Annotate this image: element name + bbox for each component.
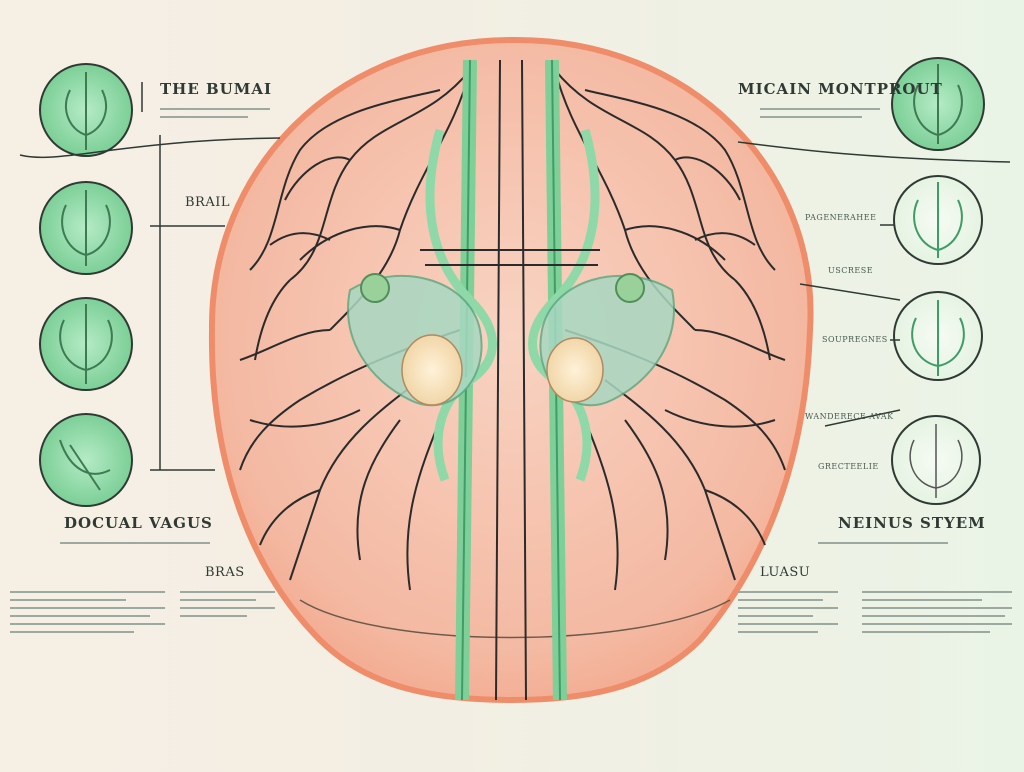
sub-right: LUASU [760, 565, 811, 580]
heading-right-caption [818, 536, 948, 550]
right-badge-4 [891, 415, 981, 505]
right-badge-1 [891, 57, 985, 151]
label-brail: BRAIL [185, 195, 230, 210]
left-badge-3 [39, 297, 133, 391]
left-ganglion [347, 273, 483, 407]
title-right-caption [760, 102, 880, 124]
left-paragraph [10, 585, 165, 639]
heading-right: NEINUS STYEM [838, 514, 986, 532]
left-badge-2 [39, 181, 133, 275]
right-paragraph [738, 585, 838, 639]
right-badge-3 [893, 291, 983, 381]
label-soupcenter: SOUPREGNES [822, 335, 888, 344]
title-left: THE BUMAI [160, 80, 273, 98]
brain-outline [208, 36, 814, 704]
label-wanderedi: WANDERECE AVAK [805, 412, 894, 421]
left-badge-1 [39, 63, 133, 157]
leader-lines [19, 82, 1011, 471]
right-paragraph-2 [862, 585, 1012, 639]
heading-left-caption [60, 536, 210, 550]
right-nerve-branches [554, 69, 786, 591]
label-uscrese: USCRESE [828, 266, 874, 275]
right-badge-2 [893, 175, 983, 265]
left-paragraph-2 [180, 585, 275, 623]
title-left-caption [160, 102, 270, 124]
heading-left: DOCUAL VAGUS [64, 514, 213, 532]
title-right: MICAIN MONTPROUT [738, 80, 943, 98]
right-ganglion [539, 273, 675, 407]
left-badge-4 [39, 413, 133, 507]
label-grecteel: GRECTEELIE [818, 462, 879, 471]
sub-left: BRAS [205, 565, 245, 580]
label-pagecenter: PAGENERAHEE [805, 213, 877, 222]
